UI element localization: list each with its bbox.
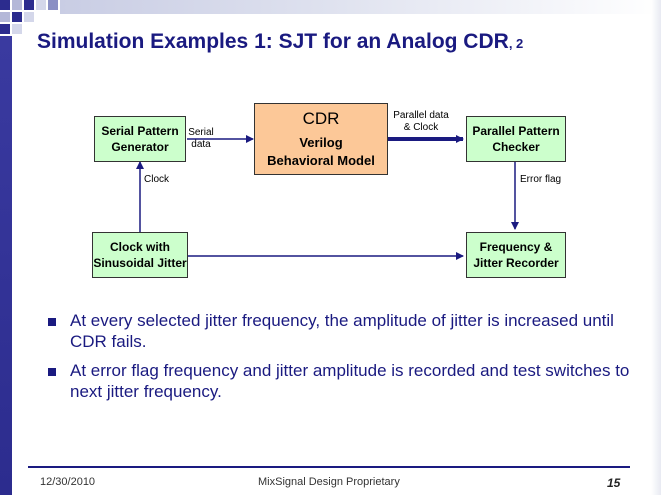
parallel-data-label-line1: Parallel data [393,110,449,121]
bullet-square-icon [48,368,56,376]
deco-square [48,0,58,10]
error-flag-label: Error flag [520,174,562,185]
page-number: 15 [607,476,621,490]
cdr-title: CDR [302,108,340,128]
bullet-square-icon [48,318,56,326]
parallel-data-label: Parallel data & Clock [388,110,454,134]
serial-pattern-generator-box: Serial Pattern Generator [94,116,186,162]
bullet-list: At every selected jitter frequency, the … [48,310,633,410]
cdr-box: CDR Verilog Behavioral Model [254,103,388,175]
bullet-text: At error flag frequency and jitter ampli… [70,361,630,401]
clock-with-jitter-label: Clock with Sinusoidal Jitter [93,239,187,270]
footer-date: 12/30/2010 [40,476,96,488]
clock-with-jitter-box: Clock with Sinusoidal Jitter [92,232,188,278]
serial-pattern-generator-label: Serial Pattern Generator [101,123,179,154]
bullet-item: At error flag frequency and jitter ampli… [48,360,633,402]
cdr-sub-model: Behavioral Model [267,152,375,168]
slide-title-text: Simulation Examples 1: SJT for an Analog… [37,30,509,53]
deco-square [24,0,34,10]
deco-square [12,24,22,34]
serial-data-label-line1: Serial [188,127,214,138]
parallel-pattern-checker-box: Parallel Pattern Checker [466,116,566,162]
deco-square [24,12,34,22]
deco-square [0,0,10,10]
clock-label: Clock [144,174,170,185]
cdr-sub-verilog: Verilog [299,134,343,150]
footer-proprietary: MixSignal Design Proprietary [258,476,400,488]
frequency-jitter-recorder-box: Frequency & Jitter Recorder [466,232,566,278]
deco-square [0,24,10,34]
deco-square [12,0,22,10]
frequency-jitter-recorder-label: Frequency & Jitter Recorder [473,239,559,270]
right-edge-shade [651,0,661,495]
serial-data-label-line2: data [191,139,211,150]
slide-title-suffix: , 2 [508,36,524,51]
deco-square [36,0,46,10]
bullet-text: At every selected jitter frequency, the … [70,311,614,351]
serial-data-label: Serial data [186,127,216,151]
deco-square [0,12,10,22]
parallel-data-label-line2: & Clock [403,122,439,133]
header-gradient-bar [60,0,661,14]
bullet-item: At every selected jitter frequency, the … [48,310,633,352]
deco-square [12,12,22,22]
footer-divider [28,466,630,468]
left-accent-bar [0,36,12,495]
parallel-pattern-checker-label: Parallel Pattern Checker [472,123,560,154]
slide-title: Simulation Examples 1: SJT for an Analog… [37,30,523,54]
